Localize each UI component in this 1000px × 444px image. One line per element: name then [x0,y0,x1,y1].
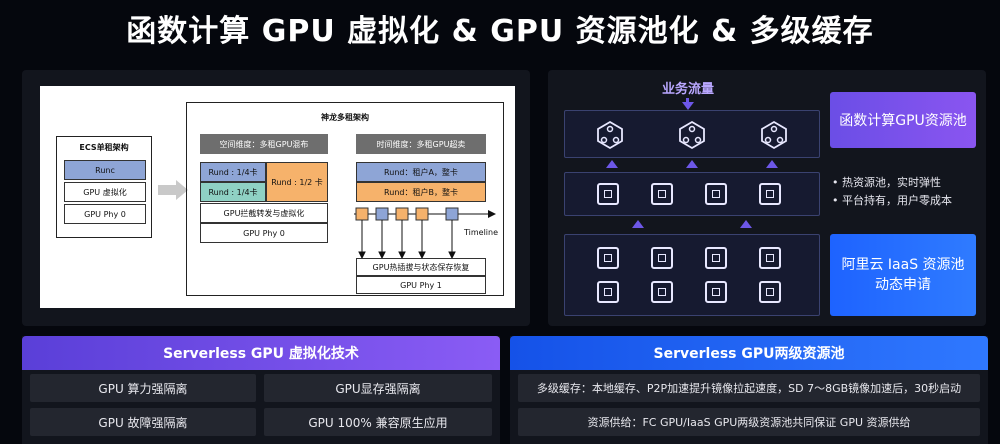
iaas-pool-layer [564,234,820,316]
gpu-chip-icon [759,183,781,205]
rund-quarter-1: Rund : 1/4卡 [200,162,266,182]
gpu-hotplug: GPU热插拔与状态保存恢复 [356,258,486,276]
gpu-chip-icon [759,281,781,303]
arrow-up-icon [686,160,698,168]
gpu-chip-icon [651,247,673,269]
ecs-frame [56,136,152,238]
feature-item: GPU 故障强隔离 [30,408,256,436]
ecs-runc: Runc [64,160,146,180]
section-header: Serverless GPU 虚拟化技术 [22,336,500,370]
fc-gpu-pool-label: 函数计算GPU资源池 [830,92,976,148]
gpu-virtualization-section: Serverless GPU 虚拟化技术 GPU 算力强隔离 GPU显存强隔离 … [22,336,500,444]
iaas-line-1: 阿里云 IaaS 资源池 [841,257,965,273]
resource-pool-panel: 业务流量 [548,70,986,326]
gpu-chip-icon [759,247,781,269]
function-node-icon [679,120,705,150]
function-node-icon [761,120,787,150]
architecture-diagram: ECS单租架构 Runc GPU 虚拟化 GPU Phy 0 神龙多租架构 空间… [40,86,515,308]
gpu-phy-1: GPU Phy 1 [356,276,486,294]
function-layer [564,110,820,158]
flow-label: 业务流量 [661,82,714,97]
cache-line: 多级缓存：本地缓存、P2P加速提升镜像拉起速度，SD 7～8GB镜像加速后，30… [518,374,980,402]
arrow-up-icon [632,220,644,228]
timeline-graphic [354,207,496,260]
space-header: 空间维度：多租GPU混布 [200,134,328,154]
gpu-chip-icon [705,183,727,205]
feature-item: GPU 算力强隔离 [30,374,256,402]
rund-quarter-2: Rund : 1/4卡 [200,182,266,202]
gpu-chip-icon [651,183,673,205]
arrow-up-icon [740,220,752,228]
time-header: 时间维度：多租GPU超卖 [356,134,486,154]
feature-item: GPU显存强隔离 [264,374,492,402]
section-header: Serverless GPU两级资源池 [510,336,988,370]
iaas-pool-label: 阿里云 IaaS 资源池 动态申请 [830,234,976,316]
page-title: 函数计算 GPU 虚拟化 & GPU 资源池化 & 多级缓存 [126,14,874,49]
gpu-phy-0: GPU Phy 0 [200,223,328,243]
gpu-chip-icon [705,247,727,269]
rund-tenant-b: Rund：租户B，整卡 [356,182,486,202]
gpu-intercept: GPU拦截转发与虚拟化 [200,203,328,223]
shenlong-title: 神龙多租架构 [321,113,369,122]
supply-line: 资源供给：FC GPU/IaaS GPU两级资源池共同保证 GPU 资源供给 [518,408,980,436]
iaas-line-2: 动态申请 [875,277,931,293]
gpu-chip-icon [597,281,619,303]
gpu-chip-icon [651,281,673,303]
gpu-chip-icon [597,183,619,205]
rund-half: Rund : 1/2 卡 [266,162,328,202]
flow-arrow-stem [686,98,689,104]
bullet-item: • 平台持有，用户零成本 [832,194,952,207]
resource-pool-section: Serverless GPU两级资源池 多级缓存：本地缓存、P2P加速提升镜像拉… [510,336,988,444]
bullet-item: • 热资源池，实时弹性 [832,176,941,189]
function-node-icon [597,120,623,150]
gpu-chip-icon [705,281,727,303]
hot-pool-layer [564,172,820,216]
ecs-gpu-phy: GPU Phy 0 [64,204,146,224]
ecs-title: ECS单租架构 [79,143,129,152]
rund-tenant-a: Rund：租户A，整卡 [356,162,486,182]
ecs-gpu-virt: GPU 虚拟化 [64,182,146,202]
arrow-up-icon [766,160,778,168]
arrow-up-icon [606,160,618,168]
architecture-panel: ECS单租架构 Runc GPU 虚拟化 GPU Phy 0 神龙多租架构 空间… [22,70,530,326]
flow-arrow-down-icon [682,102,694,110]
gpu-chip-icon [597,247,619,269]
timeline-label: Timeline [464,228,499,237]
pool-bullets: • 热资源池，实时弹性 • 平台持有，用户零成本 [832,174,952,210]
feature-item: GPU 100% 兼容原生应用 [264,408,492,436]
arrow-right-icon [158,180,188,200]
shenlong-frame [186,102,504,296]
